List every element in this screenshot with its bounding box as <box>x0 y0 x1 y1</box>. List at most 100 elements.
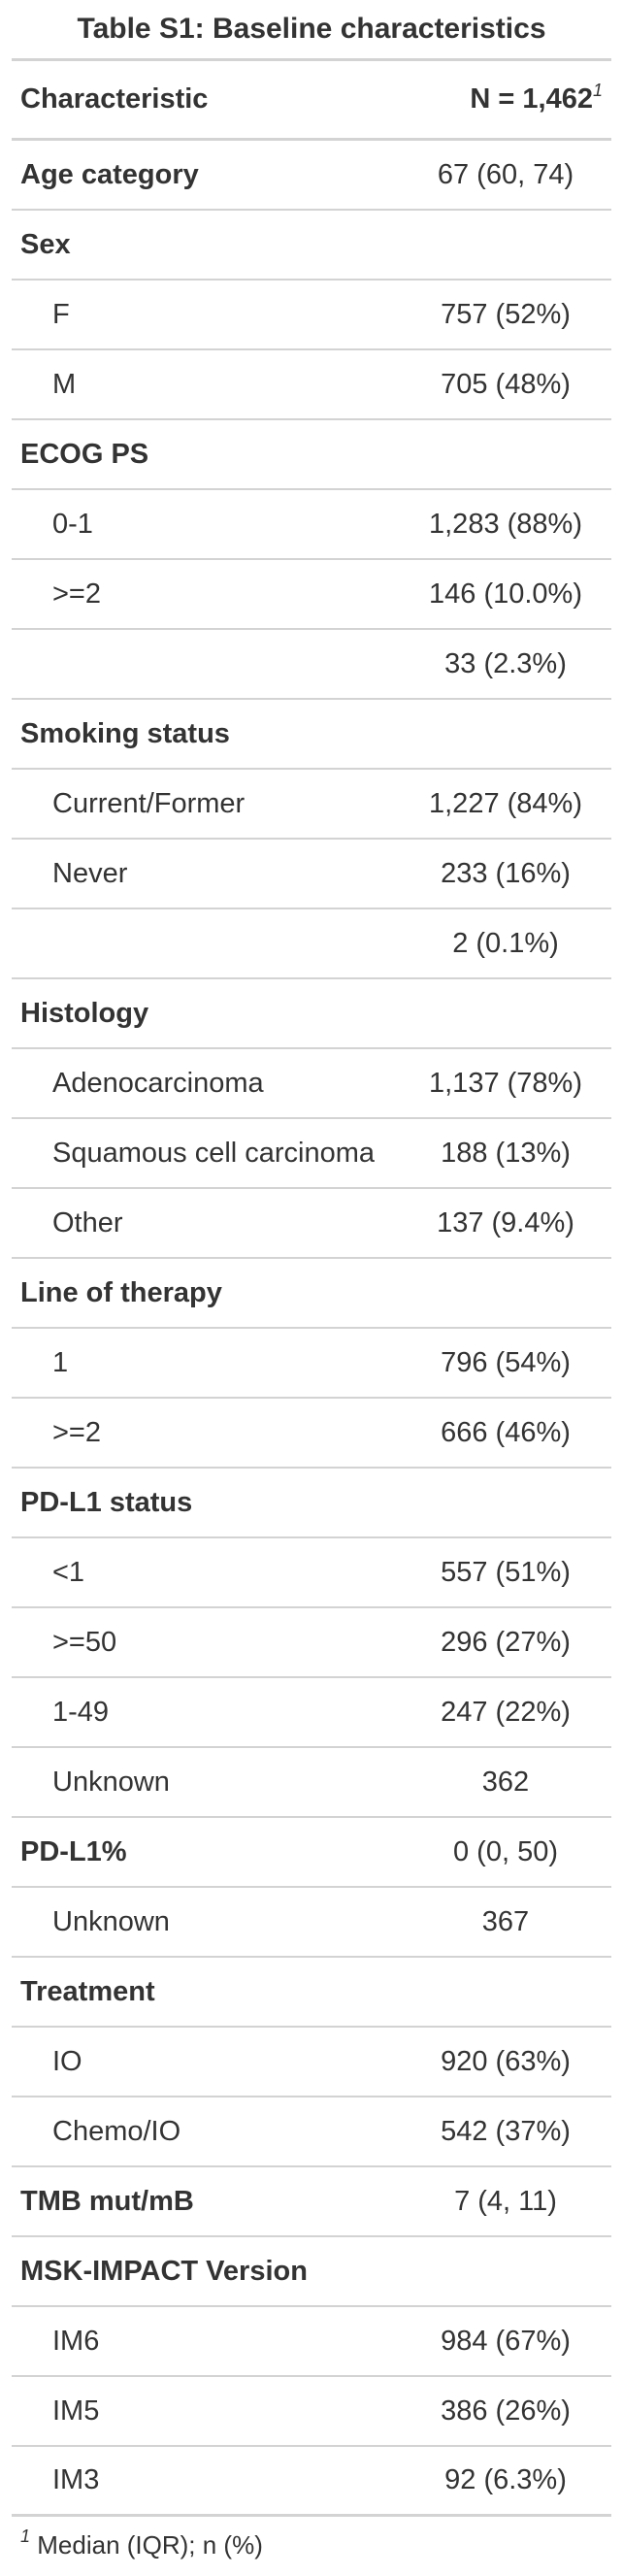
table-row: Current/Former 1,227 (84%) <box>12 770 611 840</box>
row-value: 2 (0.1%) <box>452 927 559 959</box>
table-row: Unknown 367 <box>12 1888 611 1958</box>
row-level-label: 1 <box>52 1346 69 1378</box>
row-value: 386 (26%) <box>441 2394 571 2427</box>
row-level-label: 1-49 <box>52 1696 110 1728</box>
header-n: N = 1,4621 <box>409 81 611 116</box>
table-title: Table S1: Baseline characteristics <box>12 0 611 61</box>
row-value: 542 (37%) <box>441 2115 571 2147</box>
table-row: 33 (2.3%) <box>12 630 611 700</box>
table-row: IM5 386 (26%) <box>12 2377 611 2447</box>
row-level-label: Other <box>52 1206 123 1238</box>
row-group-label: TMB mut/mB <box>20 2185 194 2217</box>
row-level-label: F <box>52 298 70 330</box>
table-header-row: Characteristic N = 1,4621 <box>12 61 611 141</box>
row-group-label: PD-L1% <box>20 1835 127 1867</box>
row-group-label: PD-L1 status <box>20 1486 193 1518</box>
row-value: 92 (6.3%) <box>444 2464 567 2495</box>
row-group-label: Treatment <box>20 1975 155 2007</box>
table-row: Sex <box>12 211 611 281</box>
row-group-label: Line of therapy <box>20 1276 222 1308</box>
table-row: >=2 146 (10.0%) <box>12 560 611 630</box>
row-value: 984 (67%) <box>441 2325 571 2357</box>
row-level-label: Never <box>52 857 128 889</box>
row-value: 367 <box>481 1905 530 1937</box>
row-group-label: MSK-IMPACT Version <box>20 2255 308 2287</box>
table-row: Other 137 (9.4%) <box>12 1189 611 1259</box>
row-level-label: M <box>52 368 77 400</box>
row-level-label: Adenocarcinoma <box>52 1067 264 1099</box>
table-row: Adenocarcinoma 1,137 (78%) <box>12 1049 611 1119</box>
table-row: ECOG PS <box>12 420 611 490</box>
row-value: 137 (9.4%) <box>437 1206 574 1238</box>
table-row: <1 557 (51%) <box>12 1538 611 1608</box>
row-level-label: >=2 <box>52 578 101 610</box>
header-characteristic: Characteristic <box>20 83 209 115</box>
table-row: >=50 296 (27%) <box>12 1608 611 1678</box>
row-value: 557 (51%) <box>441 1556 571 1588</box>
footnote-marker: 1 <box>20 2526 31 2546</box>
header-n-footnote-marker: 1 <box>592 81 603 100</box>
table-row: 1 796 (54%) <box>12 1329 611 1399</box>
row-group-label: Sex <box>20 228 71 260</box>
table-row: MSK-IMPACT Version <box>12 2237 611 2307</box>
row-value: 920 (63%) <box>441 2045 571 2077</box>
table-row: 1-49 247 (22%) <box>12 1678 611 1748</box>
table-row: Chemo/IO 542 (37%) <box>12 2097 611 2167</box>
row-value: 188 (13%) <box>441 1137 571 1169</box>
table-row: PD-L1 status <box>12 1469 611 1538</box>
row-level-label: Current/Former <box>52 787 246 819</box>
table-row: 0-1 1,283 (88%) <box>12 490 611 560</box>
header-n-text: N = 1,462 <box>470 83 593 115</box>
row-value: 1,137 (78%) <box>429 1067 582 1099</box>
row-level-label: Unknown <box>52 1905 170 1937</box>
row-value: 296 (27%) <box>441 1626 571 1658</box>
row-level-label: >=2 <box>52 1416 101 1448</box>
row-level-label: >=50 <box>52 1626 117 1658</box>
row-value: 1,227 (84%) <box>429 787 582 819</box>
row-value: 67 (60, 74) <box>437 158 574 190</box>
row-level-label: IM6 <box>52 2325 100 2357</box>
row-value: 33 (2.3%) <box>444 647 567 679</box>
table-row: M 705 (48%) <box>12 350 611 420</box>
table-row: F 757 (52%) <box>12 281 611 350</box>
row-value: 796 (54%) <box>441 1346 571 1378</box>
footnote-text: Median (IQR); n (%) <box>37 2530 263 2559</box>
row-value: 666 (46%) <box>441 1416 571 1448</box>
row-value: 146 (10.0%) <box>429 578 582 610</box>
row-level-label: Squamous cell carcinoma <box>52 1137 376 1169</box>
row-value: 247 (22%) <box>441 1696 571 1728</box>
row-level-label: 0-1 <box>52 508 93 540</box>
row-value: 362 <box>481 1766 530 1798</box>
row-level-label: Unknown <box>52 1766 170 1798</box>
table-row: >=2 666 (46%) <box>12 1399 611 1469</box>
table-row: IM6 984 (67%) <box>12 2307 611 2377</box>
row-group-label: Smoking status <box>20 717 230 749</box>
table-row: Unknown 362 <box>12 1748 611 1818</box>
table-row: Line of therapy <box>12 1259 611 1329</box>
row-value: 1,283 (88%) <box>429 508 582 540</box>
table-row: Never 233 (16%) <box>12 840 611 909</box>
table-row: Treatment <box>12 1958 611 2028</box>
row-level-label: Chemo/IO <box>52 2115 181 2147</box>
row-group-label: Histology <box>20 997 149 1029</box>
table-footnote: 1 Median (IQR); n (%) <box>12 2517 611 2573</box>
row-level-label: IM5 <box>52 2394 100 2427</box>
table-row: IM3 92 (6.3%) <box>12 2447 611 2517</box>
table-row: 2 (0.1%) <box>12 909 611 979</box>
row-group-label: ECOG PS <box>20 438 149 470</box>
row-level-label: IM3 <box>52 2464 100 2495</box>
table-row: Squamous cell carcinoma 188 (13%) <box>12 1119 611 1189</box>
table-row: Histology <box>12 979 611 1049</box>
table-row: IO 920 (63%) <box>12 2028 611 2097</box>
row-value: 757 (52%) <box>441 298 571 330</box>
row-value: 233 (16%) <box>441 857 571 889</box>
row-value: 705 (48%) <box>441 368 571 400</box>
row-level-label: IO <box>52 2045 82 2077</box>
table-row: Smoking status <box>12 700 611 770</box>
row-level-label: <1 <box>52 1556 85 1588</box>
row-value: 0 (0, 50) <box>453 1835 558 1867</box>
